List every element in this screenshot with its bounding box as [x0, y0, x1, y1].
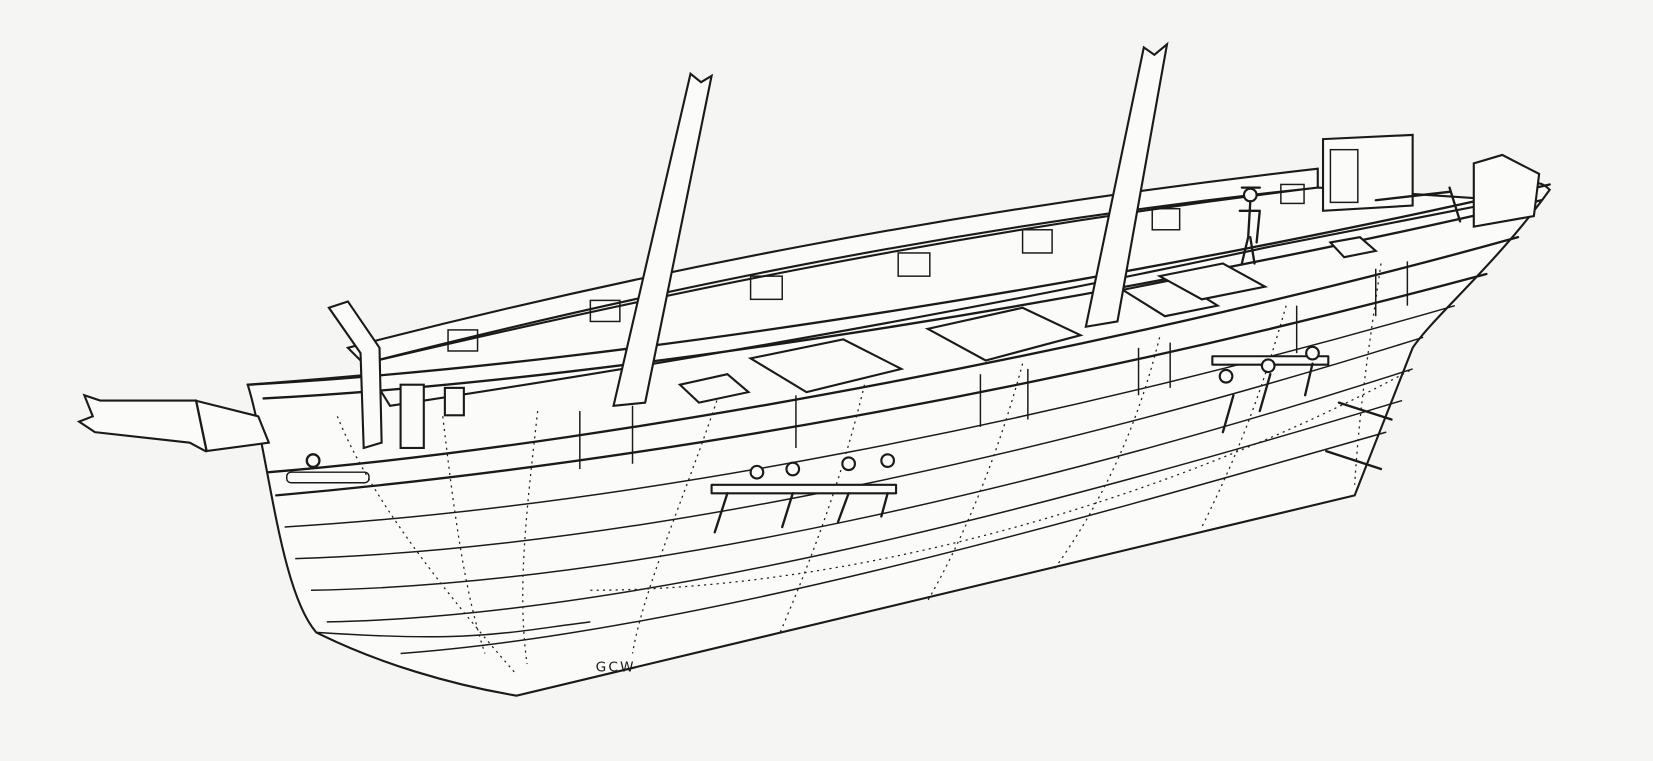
plank-line	[284, 304, 1456, 528]
bowsprit-band	[194, 399, 208, 453]
stern-cabin	[1321, 133, 1414, 212]
plank-line	[326, 399, 1403, 623]
mainmast	[1084, 41, 1169, 329]
bulwark-bottom	[267, 235, 1520, 474]
hawse-hole	[305, 453, 321, 469]
rail-top	[246, 183, 1551, 386]
plank-line	[275, 272, 1488, 497]
bow-timberhead	[327, 300, 383, 450]
tiller	[1374, 186, 1462, 223]
sailor-figure	[1238, 186, 1261, 265]
bitts	[399, 383, 425, 450]
chainplates	[710, 345, 1330, 534]
hatches	[677, 236, 1379, 404]
stanchions	[579, 261, 1409, 470]
rudder-pintles	[1325, 401, 1393, 471]
frame-lines	[336, 263, 1413, 675]
port-lid	[286, 471, 370, 484]
stern-companion	[1472, 153, 1541, 228]
bowsprit	[76, 393, 271, 453]
plank-line	[310, 368, 1413, 591]
bulwark-ports	[447, 183, 1305, 352]
bitts	[443, 386, 465, 417]
artist-signature: GCW	[596, 659, 636, 675]
plank-line	[400, 431, 1387, 655]
cabin-door	[1329, 148, 1359, 204]
plank-line	[316, 621, 591, 638]
foremast	[612, 71, 714, 407]
